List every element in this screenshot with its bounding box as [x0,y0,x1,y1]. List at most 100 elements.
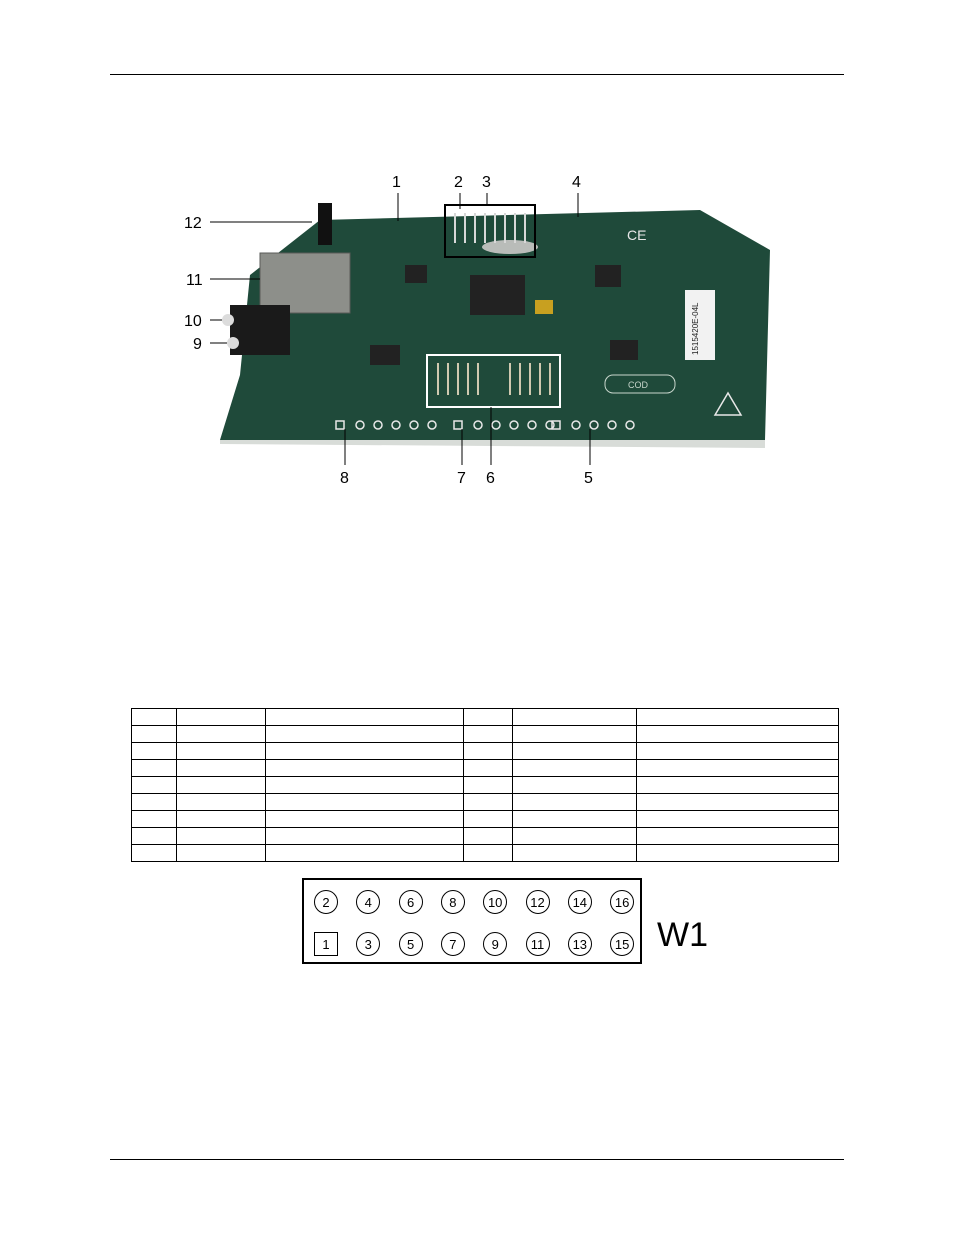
table-cell [265,810,464,828]
table-row [131,844,839,862]
led-10 [222,314,234,326]
table-cell [463,725,513,743]
header-6-pins [437,363,551,395]
circuit-board-photo: CE COD 1515420E-04L 1 2 3 4 5 6 7 8 9 10… [184,174,770,487]
pin-circle: 2 [314,890,338,914]
table-cell [463,827,513,845]
led-9 [227,337,239,349]
table-cell [131,708,177,726]
pcb-board [220,210,770,440]
pin-circle: 10 [483,890,508,914]
table-cell [265,725,464,743]
table-cell [265,776,464,794]
table-row [131,827,839,845]
callout-5: 5 [584,470,593,487]
table-cell [463,793,513,811]
warning-icon [713,391,743,416]
table-cell [131,742,177,760]
pin-circle: 8 [440,890,465,914]
table-cell [512,708,637,726]
chip-small-4 [610,340,638,360]
table-cell [265,793,464,811]
table-cell [265,827,464,845]
table-cell [176,742,266,760]
table-cell [512,827,637,845]
table-cell [176,844,266,862]
callout-10: 10 [184,313,202,330]
callout-4: 4 [572,174,581,191]
pin-circle: 5 [398,932,423,956]
table-cell [176,793,266,811]
ce-mark: CE [627,227,646,243]
table-row [131,759,839,777]
table-cell [176,708,266,726]
table-row [131,793,839,811]
usb-connector [259,252,351,314]
pin-circle: 9 [483,932,508,956]
table-cell [636,844,839,862]
table-cell [131,725,177,743]
pin-circle: 11 [525,932,550,956]
table-cell [512,810,637,828]
callout-9: 9 [193,336,202,353]
table-cell [463,810,513,828]
callout-7: 7 [457,470,466,487]
crystal [482,240,538,254]
highlight-box-top [444,204,536,258]
table-cell [512,776,637,794]
table-row [131,708,839,726]
table-cell [463,776,513,794]
table-cell [636,776,839,794]
table-cell [636,759,839,777]
table-cell [463,742,513,760]
callout-12: 12 [184,215,202,232]
pin-circle: 14 [567,890,592,914]
callout-1: 1 [392,174,401,191]
footer-rule [110,1159,844,1160]
table-cell [265,759,464,777]
pin-assignment-table [131,708,839,862]
table-cell [512,725,637,743]
table-row [131,725,839,743]
table-cell [176,725,266,743]
pcb-edge [220,440,765,448]
table-cell [131,810,177,828]
cod-label [604,374,676,394]
pin-circle: 13 [567,932,592,956]
pin-circle: 15 [610,932,635,956]
table-cell [512,844,637,862]
pin-circle: 3 [356,932,381,956]
table-cell [131,844,177,862]
w1-label: W1 [657,916,708,954]
table-cell [463,759,513,777]
table-cell [636,793,839,811]
table-cell [512,793,637,811]
table-cell [636,827,839,845]
table-cell [176,776,266,794]
callout-2: 2 [454,174,463,191]
table-cell [176,827,266,845]
pin-circle: 4 [356,890,381,914]
serial-text: 1515420E-04L [691,302,700,355]
table-row [131,776,839,794]
pin-circle: 7 [440,932,465,956]
callout-3: 3 [482,174,491,191]
table-cell [512,759,637,777]
table-cell [265,708,464,726]
table-cell [131,793,177,811]
terminal-holes [335,420,635,430]
pin-circle: 6 [398,890,423,914]
table-cell [176,759,266,777]
chip-small-2 [595,265,621,287]
table-cell [636,742,839,760]
table-cell [463,844,513,862]
highlight-box-bottom [426,354,561,408]
header-rule [110,74,844,75]
chip-small-5 [535,300,553,314]
table-cell [131,827,177,845]
main-chip [470,275,525,315]
table-cell [636,708,839,726]
header-3-pins [454,213,526,243]
table-cell [131,759,177,777]
